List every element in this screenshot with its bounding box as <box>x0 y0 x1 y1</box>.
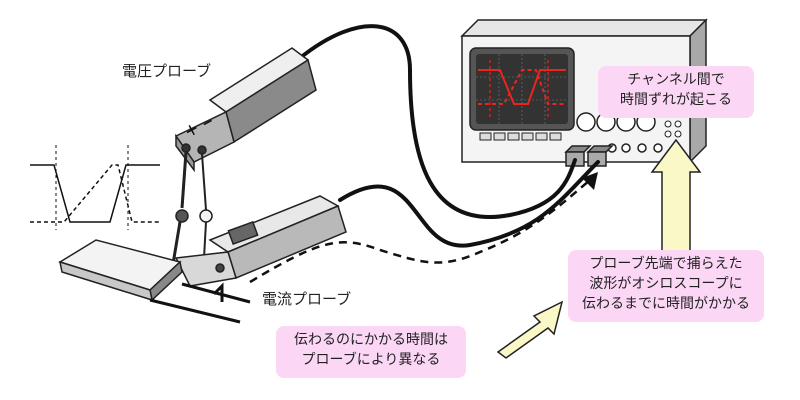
propagation-note-line-2: 波形がオシロスコープに <box>589 276 743 292</box>
waveform-traces <box>478 60 566 118</box>
difference-note-line-1: 伝わるのにかかる時間は <box>294 332 448 348</box>
current-probe-label: 電流プローブ <box>262 290 352 308</box>
propagation-note-line-3: 伝わるまでに時間がかかる <box>582 296 750 312</box>
callout-arrow-center <box>496 300 564 359</box>
input-connectors <box>564 145 614 167</box>
skew-note: チャンネル間で 時間ずれが起こる <box>598 66 754 118</box>
callout-arrow-right <box>650 138 702 253</box>
propagation-arrow <box>249 179 591 284</box>
propagation-note: プローブ先端で捕らえた 波形がオシロスコープに 伝わるまでに時間がかかる <box>568 250 764 322</box>
skew-note-line-2: 時間ずれが起こる <box>620 92 732 108</box>
difference-note-line-2: プローブにより異なる <box>301 352 441 368</box>
voltage-probe-label: 電圧プローブ <box>122 62 212 80</box>
waveform-icon <box>30 145 160 230</box>
propagation-note-line-1: プローブ先端で捕らえた <box>589 256 743 272</box>
oscilloscope <box>460 18 708 167</box>
skew-note-line-1: チャンネル間で <box>627 72 725 88</box>
soft-keys <box>479 132 562 141</box>
voltage-probe <box>170 47 317 271</box>
difference-note: 伝わるのにかかる時間は プローブにより異なる <box>276 326 466 378</box>
current-probe <box>174 195 347 287</box>
probe-cables <box>298 24 600 248</box>
circuit-board <box>58 239 251 324</box>
